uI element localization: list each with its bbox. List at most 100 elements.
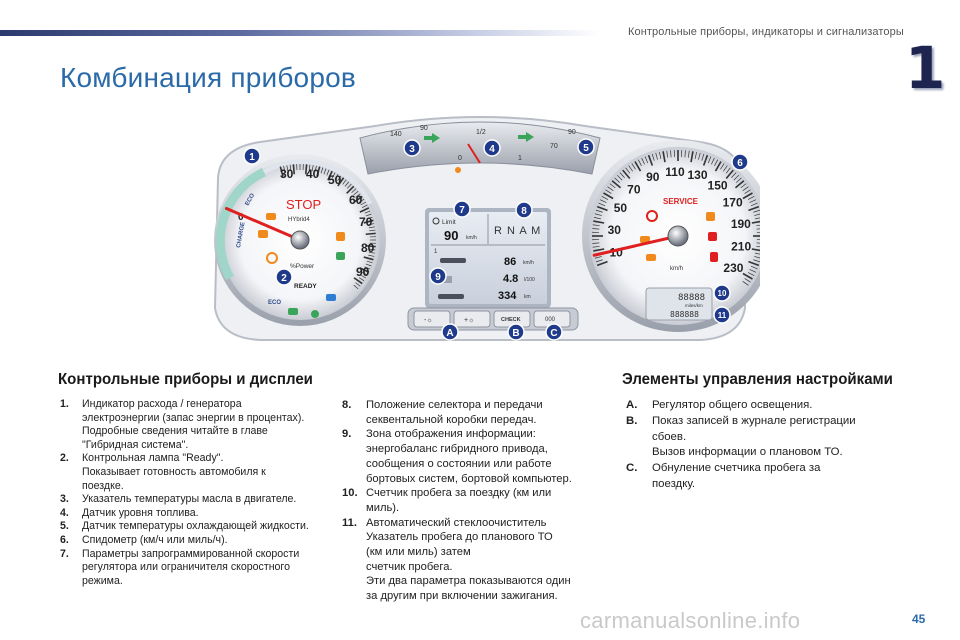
speed-scale-70: 70 xyxy=(627,183,641,197)
speedometer-tick xyxy=(748,260,760,267)
list-item: 2.Контрольная лампа "Ready". Показывает … xyxy=(60,452,266,492)
svg-text:4: 4 xyxy=(489,144,495,155)
left-dial-tick xyxy=(366,216,373,220)
svg-text:B: B xyxy=(512,328,519,339)
speedometer-tick xyxy=(607,186,614,191)
speedometer-tick xyxy=(637,159,642,167)
speedometer-tick xyxy=(655,152,658,160)
speedometer-tick xyxy=(742,272,753,280)
left-dial-tick xyxy=(283,165,286,172)
speedometer-tick xyxy=(756,245,760,248)
odometer-panel xyxy=(645,287,713,321)
fuel-warning-icon xyxy=(455,167,461,173)
svg-text:10: 10 xyxy=(718,289,727,298)
range-value: 334 xyxy=(498,290,517,302)
speedometer-tick xyxy=(592,228,600,230)
instruments-list-col1: 1.Индикатор расхода / генератора электро… xyxy=(60,398,328,588)
speed-scale-210: 210 xyxy=(731,240,751,254)
speedometer-needle xyxy=(592,234,680,257)
speedometer-tick xyxy=(707,156,712,164)
left-warning-icons xyxy=(258,213,345,318)
left-dial-tick xyxy=(358,277,365,282)
speedometer-tick xyxy=(751,248,760,252)
speedometer-tick xyxy=(744,278,751,283)
section-heading-controls: Элементы управления настройками xyxy=(622,371,893,388)
speedometer-tick xyxy=(751,220,760,224)
section-heading-instruments: Контрольные приборы и дисплеи xyxy=(58,371,313,388)
fuel-scale-1: 0 xyxy=(458,155,462,162)
speedometer-tick xyxy=(733,174,740,181)
limit-value: 90 xyxy=(444,228,458,243)
trip-reset-label: 000 xyxy=(545,317,556,323)
speedometer-tick xyxy=(684,150,686,158)
lighting-plus-label: +☼ xyxy=(464,317,475,324)
left-dial-hub xyxy=(290,230,310,250)
left-dial-tick xyxy=(368,251,375,254)
consumption-value: 4.8 xyxy=(503,273,518,285)
left-dial-tick xyxy=(369,248,376,251)
left-dial-tick xyxy=(365,244,376,248)
speedometer-tick xyxy=(622,169,631,180)
speedometer-tick xyxy=(603,192,614,200)
speedometer-tick xyxy=(749,199,757,203)
left-dial-tick xyxy=(353,277,363,285)
callout-10: 10 xyxy=(713,284,731,302)
speedometer-tick xyxy=(742,281,749,286)
speed-scale-170: 170 xyxy=(723,196,743,210)
left-zero-label: 0 xyxy=(238,212,244,223)
left-dial-tick xyxy=(358,198,365,203)
svg-text:9: 9 xyxy=(435,272,441,283)
svg-text:5: 5 xyxy=(583,143,589,154)
speedometer-tick xyxy=(592,245,600,248)
svg-text:6: 6 xyxy=(737,158,743,169)
svg-text:A: A xyxy=(446,328,453,339)
speedometer-tick xyxy=(723,165,728,172)
callout-a: A xyxy=(441,323,459,341)
left-dial-tick xyxy=(326,169,330,176)
speedometer-tick xyxy=(701,153,705,161)
left-dial-tick xyxy=(327,170,333,181)
controls-list: A.Регулятор общего освещения. B.Показ за… xyxy=(626,398,886,493)
left-scale-90: 90 xyxy=(356,265,370,279)
callout-4: 4 xyxy=(483,139,501,157)
car-icon-2 xyxy=(438,294,464,299)
list-item: 5.Датчик температуры охлаждающей жидкост… xyxy=(60,520,309,533)
left-dial-tick xyxy=(342,179,347,185)
display-screen xyxy=(429,212,547,304)
service-indicator: SERVICE xyxy=(663,197,699,206)
speedometer-tick xyxy=(742,192,753,200)
speedometer-tick xyxy=(593,220,605,224)
speedometer-tick xyxy=(670,150,672,158)
right-warning-icons xyxy=(640,210,718,262)
lighting-minus-button[interactable] xyxy=(413,310,451,328)
list-item: 7.Параметры запрограммированной скорости… xyxy=(60,547,300,587)
list-item: B.Показ записей в журнале регистрации сб… xyxy=(626,414,856,459)
page-title: Комбинация приборов xyxy=(60,62,356,93)
speedometer-tick xyxy=(702,154,709,166)
speedometer-tick xyxy=(611,180,622,189)
left-dial-tick xyxy=(365,263,372,267)
speedometer-tick xyxy=(662,151,666,163)
list-item: 11.Автоматический стеклоочиститель Указа… xyxy=(342,516,571,603)
speed-value: 86 xyxy=(504,256,516,268)
callout-5: 5 xyxy=(577,138,595,156)
speedometer-hub xyxy=(667,225,689,247)
speedometer-tick xyxy=(725,169,734,180)
left-dial-tick xyxy=(363,219,374,224)
speedometer-tick xyxy=(595,209,603,213)
speedometer-tick xyxy=(698,152,701,160)
left-dial-tick xyxy=(347,183,352,189)
speedometer-tick xyxy=(595,259,603,263)
speedometer-tick xyxy=(592,224,600,227)
list-item: C.Обнуление счетчика пробега за поездку. xyxy=(626,462,821,490)
callout-markers: 1 2 3 4 5 6 7 8 9 10 11 A B C xyxy=(243,138,749,341)
speed-unit-label: km/h xyxy=(670,266,683,272)
speed-scale-30: 30 xyxy=(608,223,622,237)
lighting-plus-button[interactable] xyxy=(453,310,491,328)
speedometer-tick xyxy=(714,161,722,172)
left-scale-60: 60 xyxy=(349,193,363,207)
left-dial-tick xyxy=(368,254,375,257)
svg-text:2: 2 xyxy=(281,273,287,284)
speedometer-tick xyxy=(740,183,747,189)
chapter-number: 1 xyxy=(905,34,946,102)
